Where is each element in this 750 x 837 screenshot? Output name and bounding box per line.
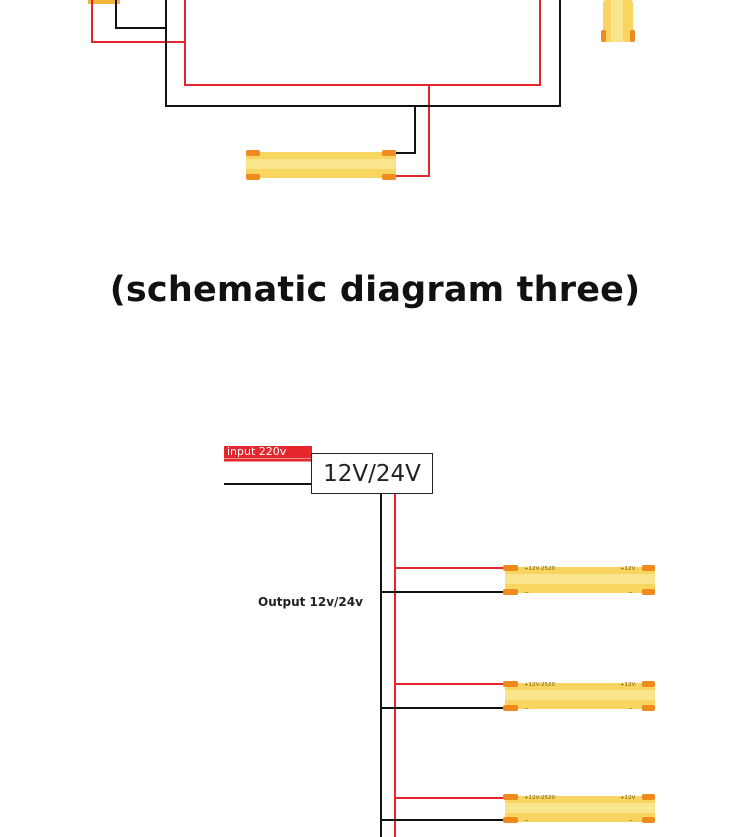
strip-pad xyxy=(642,794,655,800)
output-label: Output 12v/24v xyxy=(258,595,363,609)
led-strip-1: +12V-2520 +12V − − xyxy=(503,565,655,596)
strip-voltage-label: +12V xyxy=(620,566,636,572)
strip-pad xyxy=(642,705,655,711)
upper-red-to-strip xyxy=(394,85,430,177)
power-supply-label: 12V/24V xyxy=(323,460,421,487)
strip-pad xyxy=(503,565,518,571)
upper-black-loop xyxy=(165,0,561,107)
upper-schematic xyxy=(88,0,635,180)
strip-voltage-label: +12V xyxy=(620,682,636,688)
strip-pad xyxy=(642,681,655,687)
upper-black-to-strip xyxy=(394,106,416,154)
power-supply-box: 12V/24V xyxy=(311,453,433,494)
strip-pad xyxy=(503,817,518,823)
strip-pad xyxy=(503,589,518,595)
strip-pad xyxy=(382,174,396,180)
strip-pad xyxy=(503,681,518,687)
upper-right-led-strip xyxy=(601,0,635,42)
upper-black-wire-left xyxy=(115,0,166,29)
strip-model-label: +12V-2520 xyxy=(524,682,556,688)
lower-schematic: +12V-2520 +12V − − +12V-2520 +12V − − xyxy=(224,458,655,837)
strip-model-label: +12V-2520 xyxy=(524,795,556,801)
upper-led-strip xyxy=(246,150,396,180)
strip-negative-label: − xyxy=(628,705,633,712)
strip-voltage-label: +12V xyxy=(620,795,636,801)
strip-pad xyxy=(246,150,260,156)
strip-pad xyxy=(642,565,655,571)
strip-pad xyxy=(601,30,606,42)
strip-model-label: +12V-2520 xyxy=(524,566,556,572)
strip-pad xyxy=(642,817,655,823)
led-strip-2: +12V-2520 +12V − − xyxy=(503,681,655,712)
strip-negative-label: − xyxy=(628,817,633,824)
strip-pad xyxy=(503,705,518,711)
led-strip-3: +12V-2520 +12V − − xyxy=(503,794,655,824)
strip-pad xyxy=(246,174,260,180)
strip-pad xyxy=(642,589,655,595)
strip-negative-label: − xyxy=(524,817,529,824)
strip-pad xyxy=(503,794,518,800)
input-label: input 220v xyxy=(224,446,312,458)
upper-red-wire-left xyxy=(91,0,185,43)
strip-pad xyxy=(630,30,635,42)
strip-pad xyxy=(382,150,396,156)
strip-negative-label: − xyxy=(524,589,529,596)
upper-red-loop xyxy=(184,0,541,86)
diagram-heading: (schematic diagram three) xyxy=(109,270,641,310)
strip-negative-label: − xyxy=(524,705,529,712)
top-left-connector xyxy=(88,0,120,4)
strip-negative-label: − xyxy=(628,589,633,596)
